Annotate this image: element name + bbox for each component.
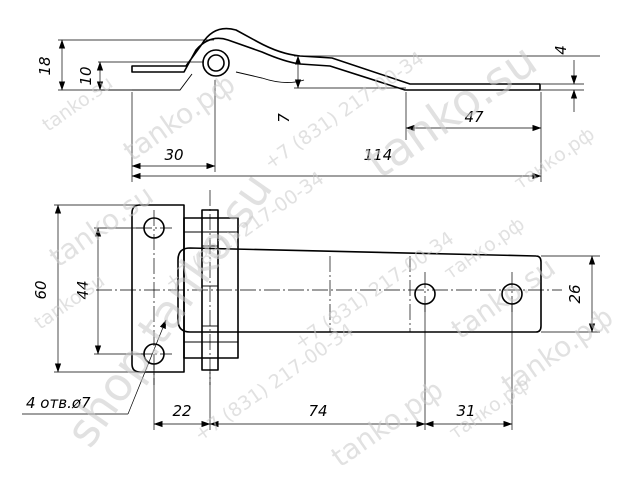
pin-inner-circle [207, 54, 225, 72]
dim-text-74: 74 [308, 402, 327, 420]
dim-text-10: 10 [77, 66, 95, 85]
watermark: tanko.su [43, 178, 159, 273]
watermark: tanko.рф [325, 373, 449, 474]
watermark: +7 (831) 217-00-34 [290, 227, 458, 354]
pin-outer-circle [202, 49, 230, 77]
side-view: 18 10 7 4 47 30 114 [36, 27, 600, 182]
dim-text-31: 31 [456, 402, 475, 420]
hole-callout-text: 4 отв.ø7 [26, 394, 91, 412]
dim-text-22: 22 [172, 402, 191, 420]
dim-text-30: 30 [164, 146, 183, 164]
dim-text-7: 7 [275, 113, 293, 123]
watermark: +7 (831) 217-00-34 [190, 319, 358, 446]
dim-text-26: 26 [566, 284, 584, 303]
dim-text-4: 4 [552, 45, 570, 55]
watermark: танко.рф [510, 123, 598, 194]
top-view: 60 44 26 22 74 31 4 отв.ø7 [22, 190, 600, 430]
long-leaf-plate [177, 247, 542, 333]
callout-leader [127, 319, 167, 415]
dim-text-47: 47 [464, 108, 484, 126]
watermark: tanko.рф [495, 300, 619, 401]
dim-text-114: 114 [364, 146, 393, 164]
dim-text-44: 44 [74, 280, 92, 299]
long-leaf-lower-edge [235, 71, 305, 83]
short-leaf-outline [131, 27, 541, 91]
knuckle [183, 217, 239, 359]
short-leaf-bend [132, 73, 193, 91]
watermark: tanko.su [30, 270, 109, 334]
dim-text-18: 18 [36, 56, 54, 75]
dim-text-60: 60 [32, 280, 50, 299]
